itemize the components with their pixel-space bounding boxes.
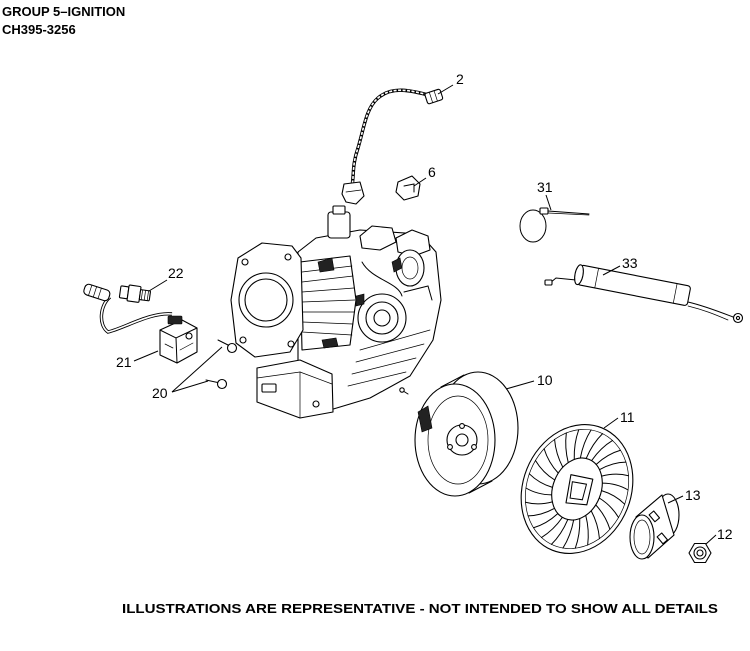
fan-fin: [534, 459, 556, 481]
fan-fin: [598, 497, 620, 519]
illustration-disclaimer: ILLUSTRATIONS ARE REPRESENTATIVE - NOT I…: [122, 601, 718, 616]
mounting-screw-upper: [217, 339, 238, 354]
fan-fin: [524, 501, 553, 505]
callout-12: 12: [717, 526, 733, 542]
cooling-fan-part: [520, 423, 634, 555]
callout-33: 33: [622, 255, 638, 271]
callout-6: 6: [428, 164, 436, 180]
fan-fin: [585, 433, 604, 459]
fan-fin: [565, 432, 569, 464]
flywheel-nut-part: [688, 542, 712, 564]
fan-fin: [579, 429, 592, 459]
fan-fin: [528, 473, 554, 488]
fan-fin: [543, 448, 559, 474]
fan-fin: [554, 438, 564, 468]
fan-fin: [601, 473, 630, 477]
capacitor-part: [544, 264, 744, 324]
mounting-screw-lower: [205, 378, 228, 390]
callout-20: 20: [152, 385, 168, 401]
fan-fin: [595, 504, 611, 530]
fan-fin: [598, 461, 627, 471]
fan-fin: [533, 513, 559, 529]
fan-fin: [574, 517, 581, 549]
cable-tie-part: [519, 207, 590, 243]
diagram-group-title: GROUP 5–IGNITION: [2, 4, 125, 19]
spark-plug-lead-part: [341, 88, 444, 205]
leader-lines: [133, 84, 717, 545]
fan-fin: [540, 516, 563, 539]
callout-22: 22: [168, 265, 184, 281]
callout-10: 10: [537, 372, 553, 388]
fan-fin: [525, 487, 553, 496]
lead-clip-part: [395, 175, 421, 201]
callout-2: 2: [456, 71, 464, 87]
callout-31: 31: [537, 179, 553, 195]
spark-plug-part: [118, 284, 151, 303]
fan-fin: [562, 519, 575, 549]
fan-fin: [573, 429, 580, 461]
engine-crankcase-illustration: [230, 205, 442, 419]
flywheel-part: [399, 371, 519, 497]
callout-21: 21: [116, 354, 132, 370]
fan-fin: [591, 439, 614, 462]
fan-fin: [527, 507, 556, 517]
fan-fin: [550, 519, 569, 545]
fan-fin: [585, 514, 589, 546]
callout-11: 11: [620, 409, 635, 425]
ignition-module-part: [83, 283, 198, 364]
fan-fin: [601, 482, 629, 491]
fan-fin: [600, 490, 626, 505]
fan-fin-group: [524, 429, 630, 549]
fan-fin: [590, 510, 600, 540]
fan-cup-part: [629, 493, 680, 560]
fan-fin: [595, 449, 621, 465]
engine-model-number: CH395-3256: [2, 22, 76, 37]
callout-13: 13: [685, 487, 701, 503]
